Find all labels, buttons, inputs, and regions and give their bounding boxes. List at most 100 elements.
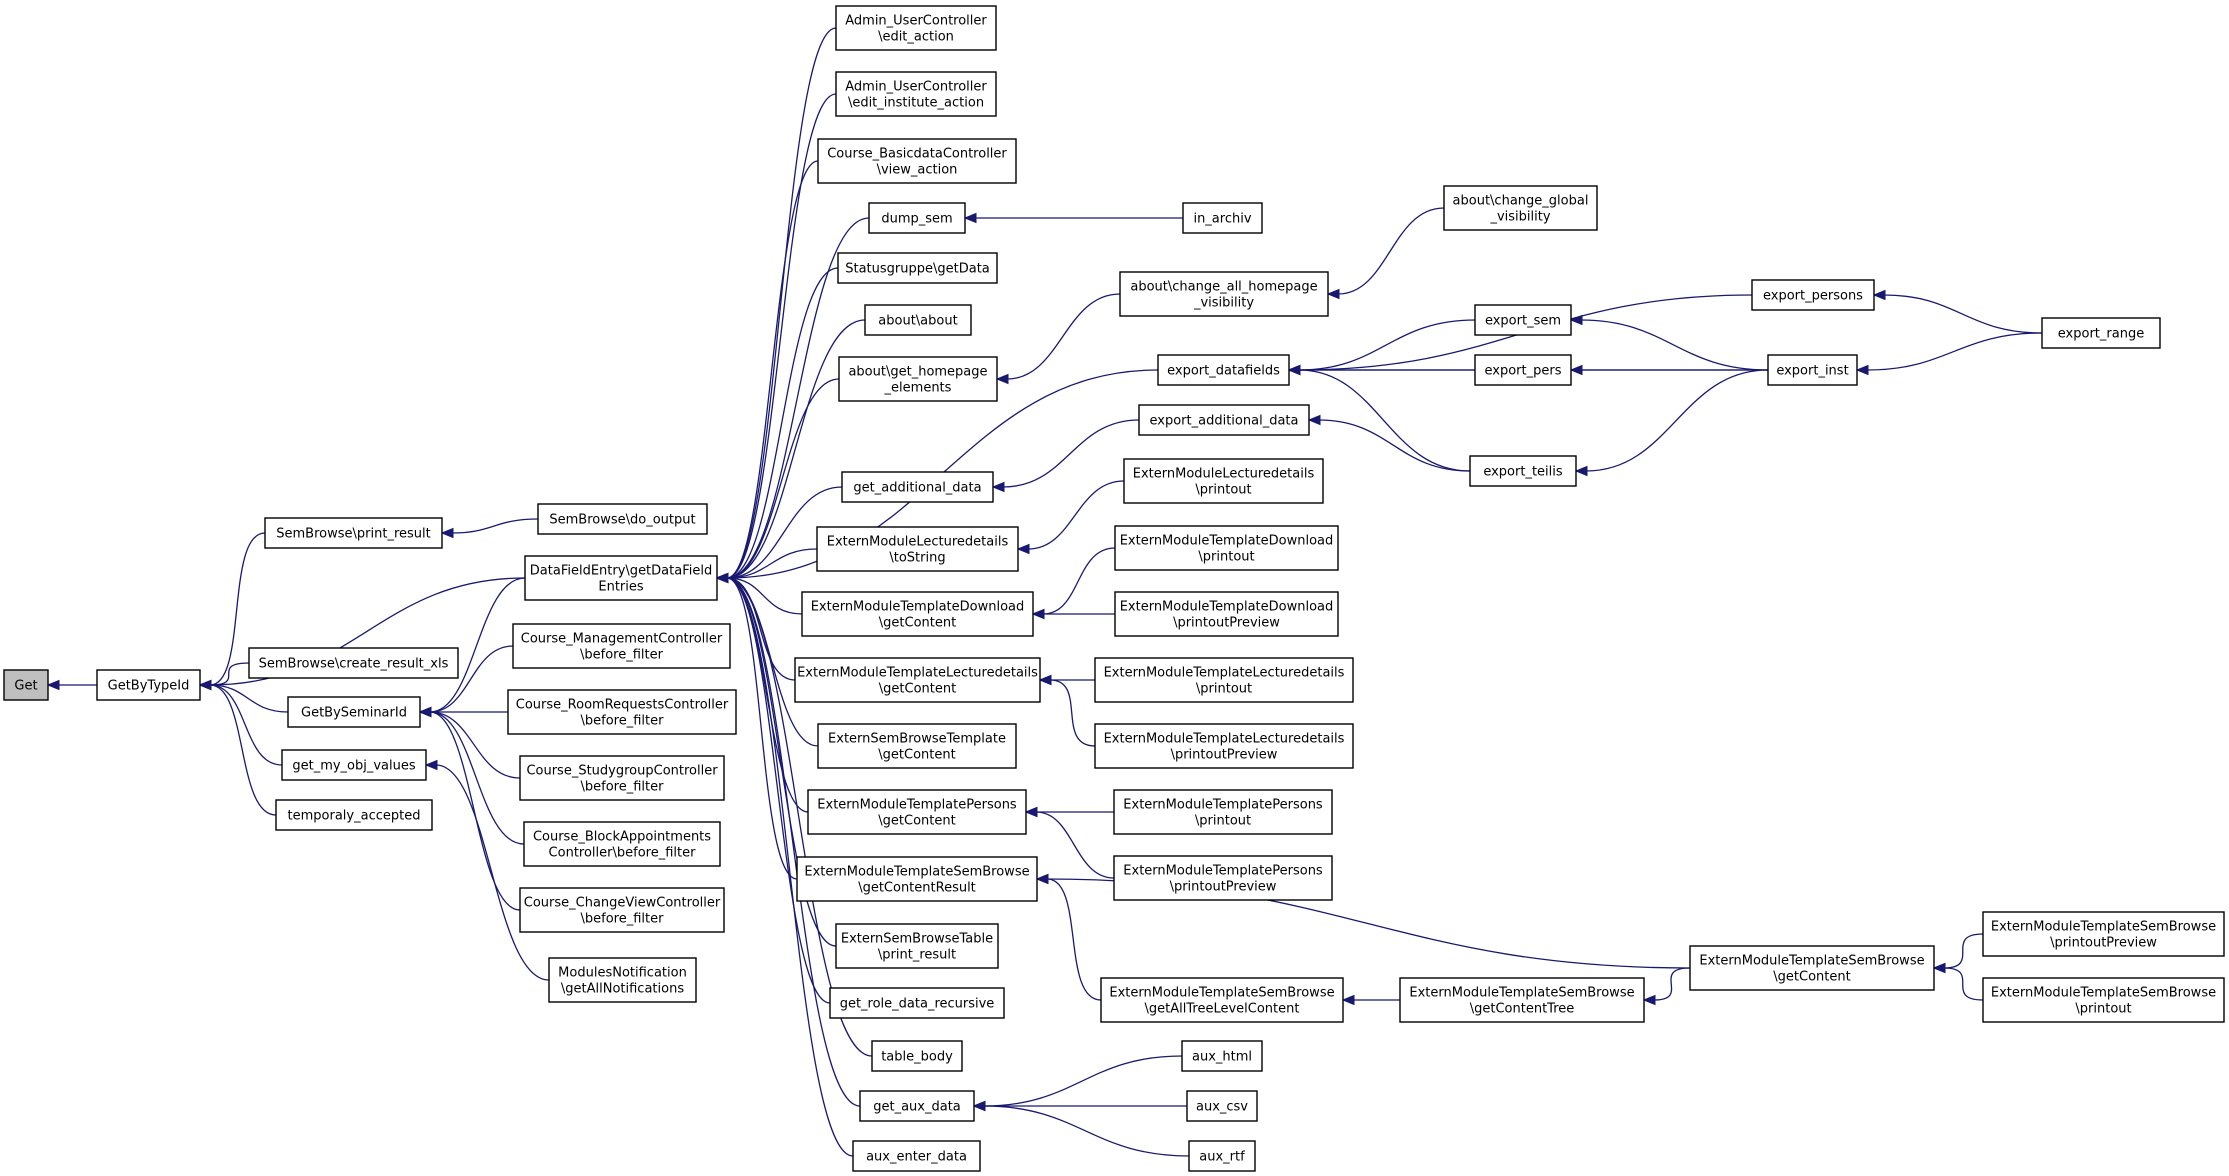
node-export-range[interactable]: export_range — [2041, 317, 2161, 349]
node-statusgruppe[interactable]: Statusgruppe\getData — [837, 252, 998, 284]
node-get[interactable]: Get — [3, 669, 49, 701]
node-get-role-data[interactable]: get_role_data_recursive — [829, 987, 1005, 1019]
node-emtld-printout[interactable]: ExternModuleTemplateLecturedetails\print… — [1094, 657, 1354, 703]
arrowhead — [418, 706, 432, 718]
node-export-datafields[interactable]: export_datafields — [1157, 354, 1290, 386]
node-about-change-all[interactable]: about\change_all_homepage_visibility — [1119, 271, 1329, 317]
node-admin-edit[interactable]: Admin_UserController\edit_action — [835, 5, 997, 51]
node-emld-printout[interactable]: ExternModuleLecturedetails\printout — [1123, 458, 1324, 504]
node-label: SemBrowse\create_result_xls — [259, 657, 449, 672]
node-label: \getContent — [878, 748, 955, 763]
node-modules-notif[interactable]: ModulesNotification\getAllNotifications — [548, 957, 697, 1003]
node-sb-do-output[interactable]: SemBrowse\do_output — [537, 503, 708, 535]
node-label: \printoutPreview — [2050, 936, 2157, 951]
edge-get-my-obj-values-to-getbytypeid — [209, 684, 283, 766]
node-emtp-getcontent[interactable]: ExternModuleTemplatePersons\getContent — [807, 789, 1027, 835]
edge-sb-do-output-to-sb-print-result — [451, 518, 539, 534]
node-table-body[interactable]: table_body — [871, 1040, 963, 1072]
node-aux-html[interactable]: aux_html — [1181, 1040, 1263, 1072]
node-box — [796, 856, 1038, 902]
arrowhead — [1016, 543, 1030, 555]
arrowhead — [1872, 289, 1886, 301]
node-emtsb-printout[interactable]: ExternModuleTemplateSemBrowse\printout — [1982, 977, 2225, 1023]
node-in-archiv[interactable]: in_archiv — [1182, 202, 1263, 234]
arrowhead — [1035, 873, 1049, 885]
node-label: ModulesNotification — [558, 966, 687, 981]
node-temporaly-accepted[interactable]: temporaly_accepted — [275, 799, 433, 831]
node-emtld-getcontent[interactable]: ExternModuleTemplateLecturedetails\getCo… — [794, 657, 1041, 703]
node-getbyseminarid[interactable]: GetBySeminarId — [287, 696, 421, 728]
node-emtd-printout[interactable]: ExternModuleTemplateDownload\printout — [1114, 525, 1339, 571]
node-box — [1181, 1040, 1263, 1072]
node-box — [1443, 185, 1598, 231]
node-label: export_inst — [1776, 364, 1848, 379]
arrowhead — [1574, 465, 1588, 477]
node-export-sem[interactable]: export_sem — [1474, 304, 1572, 336]
edge-emtsb-printout-to-emtsb-getcontent — [1943, 967, 1984, 1001]
node-box — [3, 669, 49, 701]
node-admin-edit-inst[interactable]: Admin_UserController\edit_institute_acti… — [835, 71, 997, 117]
node-get-aux-data[interactable]: get_aux_data — [859, 1090, 975, 1122]
node-box — [507, 689, 737, 735]
node-label: ExternModuleTemplatePersons — [817, 798, 1017, 813]
arrowhead — [995, 373, 1009, 385]
node-aux-rtf[interactable]: aux_rtf — [1188, 1140, 1256, 1172]
node-export-inst[interactable]: export_inst — [1767, 354, 1858, 386]
node-esbt-getcontent[interactable]: ExternSemBrowseTemplate\getContent — [817, 723, 1017, 769]
node-get-additional-data[interactable]: get_additional_data — [841, 471, 994, 503]
edge-about-change-all-to-about-get-homepage — [1006, 293, 1121, 380]
node-emtp-preview[interactable]: ExternModuleTemplatePersons\printoutPrev… — [1113, 855, 1333, 901]
edge-emtld-preview-to-emtld-getcontent — [1049, 679, 1096, 747]
node-course-basicdata[interactable]: Course_BasicdataController\view_action — [817, 138, 1017, 184]
node-label: \printout — [1198, 550, 1254, 565]
node-about-change-global[interactable]: about\change_global_visibility — [1443, 185, 1598, 231]
node-aux-enter-data[interactable]: aux_enter_data — [852, 1140, 981, 1172]
node-emtsb-tree[interactable]: ExternModuleTemplateSemBrowse\getContent… — [1399, 977, 1645, 1023]
node-box — [816, 526, 1019, 572]
node-course-blockappt[interactable]: Course_BlockAppointmentsController\befor… — [523, 821, 721, 867]
arrowhead — [991, 481, 1005, 493]
node-aux-csv[interactable]: aux_csv — [1186, 1090, 1258, 1122]
node-box — [1982, 911, 2225, 957]
node-sb-create-xls[interactable]: SemBrowse\create_result_xls — [248, 647, 459, 679]
node-export-teilis[interactable]: export_teilis — [1469, 455, 1577, 487]
node-label: ExternModuleTemplateLecturedetails — [1104, 732, 1345, 747]
node-about-about[interactable]: about\about — [864, 304, 972, 336]
node-get-my-obj-values[interactable]: get_my_obj_values — [281, 749, 427, 781]
node-course-roomreq[interactable]: Course_RoomRequestsController\before_fil… — [507, 689, 737, 735]
node-label: \getContentResult — [858, 881, 976, 896]
node-export-additional[interactable]: export_additional_data — [1138, 404, 1310, 436]
node-emtsb-alltree[interactable]: ExternModuleTemplateSemBrowse\getAllTree… — [1100, 977, 1344, 1023]
node-course-changeview[interactable]: Course_ChangeViewController\before_filte… — [519, 887, 725, 933]
node-label: \before_filter — [581, 912, 665, 927]
node-box — [817, 723, 1017, 769]
node-dump-sem[interactable]: dump_sem — [868, 202, 966, 234]
node-emtp-printout[interactable]: ExternModuleTemplatePersons\printout — [1113, 789, 1333, 835]
node-emtsb-preview[interactable]: ExternModuleTemplateSemBrowse\printoutPr… — [1982, 911, 2225, 957]
node-label: ExternModuleTemplateSemBrowse — [804, 865, 1029, 880]
node-sb-print-result[interactable]: SemBrowse\print_result — [264, 517, 443, 549]
node-getbytypeid[interactable]: GetByTypeId — [96, 669, 201, 701]
node-box — [829, 987, 1005, 1019]
node-label: _visibility — [1489, 210, 1550, 225]
node-emld-tostring[interactable]: ExternModuleLecturedetails\toString — [816, 526, 1019, 572]
node-emtsb-result[interactable]: ExternModuleTemplateSemBrowse\getContent… — [796, 856, 1038, 902]
node-box — [1982, 977, 2225, 1023]
node-label: export_pers — [1485, 364, 1562, 379]
node-label: export_additional_data — [1150, 414, 1299, 429]
node-export-persons[interactable]: export_persons — [1751, 279, 1875, 311]
node-emtsb-getcontent[interactable]: ExternModuleTemplateSemBrowse\getContent — [1689, 945, 1935, 991]
arrowhead — [1287, 364, 1301, 376]
node-esbtable[interactable]: ExternSemBrowseTable\print_result — [835, 923, 999, 969]
node-emtld-preview[interactable]: ExternModuleTemplateLecturedetails\print… — [1094, 723, 1354, 769]
node-emtd-preview[interactable]: ExternModuleTemplateDownload\printoutPre… — [1114, 591, 1339, 637]
node-course-studygroup[interactable]: Course_StudygroupController\before_filte… — [519, 755, 725, 801]
node-export-pers[interactable]: export_pers — [1474, 354, 1572, 386]
node-label: get_aux_data — [873, 1100, 961, 1115]
node-course-mgmt[interactable]: Course_ManagementController\before_filte… — [512, 623, 731, 669]
node-about-get-homepage[interactable]: about\get_homepage_elements — [838, 356, 998, 402]
node-emtd-getcontent[interactable]: ExternModuleTemplateDownload\getContent — [801, 591, 1034, 637]
node-label: about\get_homepage — [848, 365, 987, 380]
node-box — [835, 71, 997, 117]
